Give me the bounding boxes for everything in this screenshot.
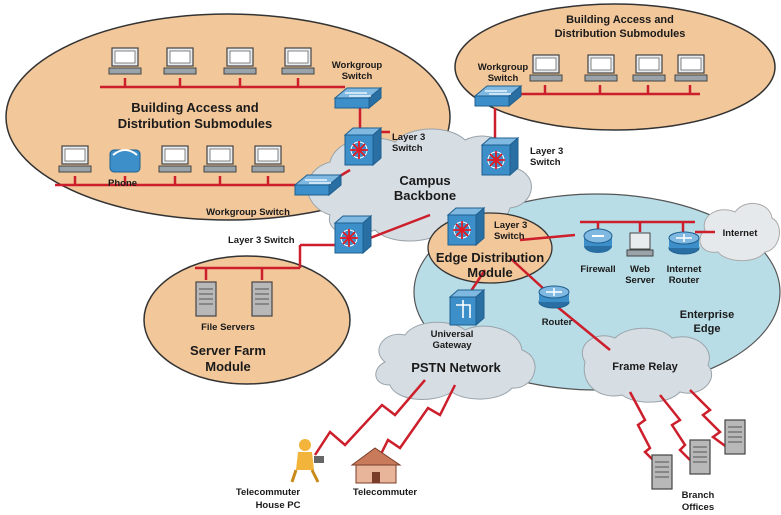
pc-icon xyxy=(203,145,237,173)
telecommuter-house-label-1: Telecommuter xyxy=(236,487,301,498)
internet-cloud xyxy=(699,203,780,262)
building-right-title-1: Building Access and xyxy=(566,14,674,26)
layer3-switch-label-2: Switch xyxy=(392,143,423,154)
building-right-title-2: Distribution Submodules xyxy=(555,28,686,40)
pc-icon xyxy=(529,54,563,82)
frame-relay-label: Frame Relay xyxy=(612,361,678,373)
branch-server-icon xyxy=(689,439,711,475)
layer3-switch-icon xyxy=(481,137,519,176)
telecommuter-house-label-2: House PC xyxy=(256,500,301,511)
branch-server-icon xyxy=(724,419,746,455)
wan-links xyxy=(313,379,729,466)
pc-icon xyxy=(108,47,142,75)
edge-distribution-title-2: Module xyxy=(467,265,513,280)
pstn-network-label: PSTN Network xyxy=(411,360,501,375)
pc-icon xyxy=(163,47,197,75)
pc-icon xyxy=(158,145,192,173)
pc-icon xyxy=(281,47,315,75)
frame-relay-cloud xyxy=(581,327,713,403)
pc-icon xyxy=(584,54,618,82)
firewall-label: Firewall xyxy=(580,264,615,275)
firewall-icon xyxy=(583,228,613,253)
internet-router-label-1: Internet xyxy=(667,264,703,275)
workgroup-switch-bottom-label: Workgroup Switch xyxy=(206,207,290,218)
universal-gateway-icon xyxy=(448,288,486,327)
branch-offices-label-1: Branch xyxy=(682,490,715,501)
phone-label: Phone xyxy=(108,178,137,189)
file-server-icon xyxy=(195,281,217,317)
file-server-icon xyxy=(251,281,273,317)
edge-layer3-label-2: Switch xyxy=(494,231,525,242)
house-icon xyxy=(350,447,402,484)
web-server-label-1: Web xyxy=(630,264,650,275)
web-server-label-2: Server xyxy=(625,275,655,286)
server-farm-title-2: Module xyxy=(205,359,251,374)
enterprise-edge-label-1: Enterprise xyxy=(680,309,734,321)
router-label: Router xyxy=(542,317,573,328)
layer3-switch-left-label: Layer 3 Switch xyxy=(228,235,295,246)
edge-layer3-label-1: Layer 3 xyxy=(494,220,527,231)
server-farm-title-1: Server Farm xyxy=(190,343,266,358)
workgroup-switch-label-2: Switch xyxy=(342,71,373,82)
layer3-switch-icon xyxy=(447,207,485,246)
right-layer3-label-1: Layer 3 xyxy=(530,146,563,157)
edge-distribution-title-1: Edge Distribution xyxy=(436,250,544,265)
internet-label: Internet xyxy=(723,228,759,239)
layer3-switch-icon xyxy=(344,127,382,166)
right-layer3-label-2: Switch xyxy=(530,157,561,168)
building-right-area xyxy=(454,3,776,131)
branch-server-icon xyxy=(651,454,673,490)
server-farm-links xyxy=(195,213,431,280)
universal-gateway-label-1: Universal xyxy=(431,329,474,340)
campus-backbone-label-2: Backbone xyxy=(394,188,456,203)
layer3-switch-icon xyxy=(334,215,372,254)
telecommuter-person-icon xyxy=(290,439,324,483)
building-left-title-2: Distribution Submodules xyxy=(118,116,273,131)
campus-backbone-label-1: Campus xyxy=(399,173,450,188)
pstn-cloud xyxy=(375,321,536,400)
layer3-switch-label-1: Layer 3 xyxy=(392,132,425,143)
pc-icon xyxy=(223,47,257,75)
internet-router-icon xyxy=(668,231,700,255)
enterprise-edge-label-2: Edge xyxy=(694,323,721,335)
router-icon xyxy=(538,285,570,309)
web-server-icon xyxy=(626,232,654,257)
building-right-links xyxy=(493,85,700,140)
building-left-title-1: Building Access and xyxy=(131,100,258,115)
pc-icon xyxy=(632,54,666,82)
branch-offices-label-2: Offices xyxy=(682,502,714,513)
universal-gateway-label-2: Gateway xyxy=(432,340,472,351)
right-workgroup-label-1: Workgroup xyxy=(478,62,529,73)
pc-icon xyxy=(251,145,285,173)
workgroup-switch-label-1: Workgroup xyxy=(332,60,383,71)
pc-icon xyxy=(58,145,92,173)
right-workgroup-label-2: Switch xyxy=(488,73,519,84)
pc-icon xyxy=(674,54,708,82)
telecommuter-label: Telecommuter xyxy=(353,487,418,498)
phone-icon xyxy=(109,149,141,173)
file-servers-label: File Servers xyxy=(201,322,255,333)
internet-router-label-2: Router xyxy=(669,275,700,286)
